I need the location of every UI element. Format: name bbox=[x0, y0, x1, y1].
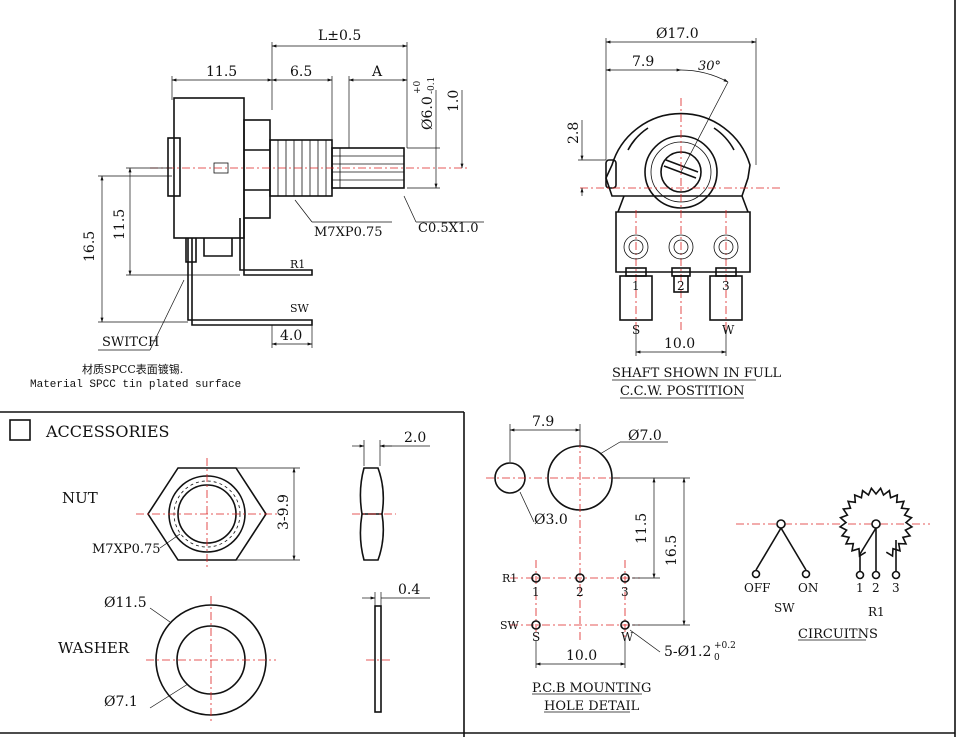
dim-4-0: 4.0 bbox=[280, 328, 302, 344]
circuit-diagrams bbox=[736, 486, 930, 641]
pcb-pin-s: S bbox=[532, 630, 540, 644]
switch-circuit-label: SW bbox=[774, 601, 795, 615]
dim-shaft-tol-top: +0 bbox=[413, 80, 423, 94]
nut-thread-spec: M7XP0.75 bbox=[92, 542, 161, 557]
dim-a: A bbox=[371, 64, 383, 80]
thread-spec: M7XP0.75 bbox=[314, 225, 383, 240]
pcb-pin-w: W bbox=[621, 630, 634, 644]
dim-11-5-left: 11.5 bbox=[112, 209, 128, 240]
accessories-labels: ACCESSORIES NUT M7XP0.75 3-9.9 2.0 WASHE… bbox=[45, 422, 426, 710]
side-view-labels: L±0.5 11.5 6.5 A Ø6.0 +0 -0.1 1.0 16.5 1… bbox=[30, 28, 479, 391]
front-pin-3: 3 bbox=[722, 279, 730, 293]
front-view bbox=[578, 38, 780, 399]
dim-l-tolerance: L±0.5 bbox=[318, 28, 361, 44]
dim-10-0-front: 10.0 bbox=[664, 336, 695, 352]
dim-1-0: 1.0 bbox=[446, 90, 462, 112]
front-pin-s: S bbox=[632, 323, 640, 337]
washer-inner-diameter: Ø7.1 bbox=[104, 694, 138, 710]
pcb-hole-spec: 5-Ø1.2 bbox=[664, 644, 711, 660]
dim-2-8: 2.8 bbox=[566, 122, 582, 144]
chamfer-spec: C0.5X1.0 bbox=[418, 221, 479, 236]
dim-6-5: 6.5 bbox=[290, 64, 312, 80]
pcb-dim-mount-hole: Ø7.0 bbox=[628, 428, 662, 444]
front-caption-line-2: C.C.W. POSTITION bbox=[620, 384, 745, 399]
pcb-labels: 7.9 Ø7.0 Ø3.0 11.5 16.5 R1 SW 1 2 3 S W … bbox=[500, 414, 736, 714]
accessories-title: ACCESSORIES bbox=[45, 422, 169, 441]
pcb-dim-16-5: 16.5 bbox=[664, 535, 680, 566]
dim-7-9-front: 7.9 bbox=[632, 54, 654, 70]
pcb-dim-10-0: 10.0 bbox=[566, 648, 597, 664]
pcb-hole-tol-bottom: 0 bbox=[714, 653, 720, 663]
pcb-pin-3: 3 bbox=[621, 585, 629, 599]
dim-body-diameter: Ø17.0 bbox=[656, 26, 699, 42]
material-note-en: Material SPCC tin plated surface bbox=[30, 379, 241, 391]
material-note-cn: 材质SPCC表面镀锡. bbox=[82, 362, 183, 376]
nut-label: NUT bbox=[62, 489, 98, 507]
terminal-r1-label: R1 bbox=[290, 258, 305, 271]
circuit-labels: OFF ON SW 1 2 3 R1 CIRCUITNS bbox=[744, 581, 900, 642]
switch-off-label: OFF bbox=[744, 581, 771, 595]
front-caption-line-1: SHAFT SHOWN IN FULL bbox=[612, 366, 781, 381]
front-pin-1: 1 bbox=[632, 279, 640, 293]
accessories-panel bbox=[9, 419, 430, 724]
washer-label: WASHER bbox=[58, 639, 130, 657]
resistor-pin-1: 1 bbox=[856, 581, 864, 595]
front-pin-w: W bbox=[722, 323, 735, 337]
pcb-dim-11-5: 11.5 bbox=[634, 513, 650, 544]
washer-thickness: 0.4 bbox=[398, 582, 420, 598]
pcb-pin-1: 1 bbox=[532, 585, 540, 599]
dim-30-degrees: 30° bbox=[698, 59, 721, 74]
resistor-pin-2: 2 bbox=[872, 581, 880, 595]
dim-shaft-diameter: Ø6.0 bbox=[420, 96, 436, 130]
pcb-hole-detail bbox=[486, 424, 690, 713]
pcb-pin-2: 2 bbox=[576, 585, 584, 599]
terminal-sw-label: SW bbox=[290, 302, 310, 315]
switch-on-label: ON bbox=[798, 581, 818, 595]
dim-16-5-left: 16.5 bbox=[82, 231, 98, 262]
resistor-circuit-label: R1 bbox=[868, 605, 885, 619]
circuits-title: CIRCUITNS bbox=[798, 627, 878, 642]
pcb-hole-tol-top: +0.2 bbox=[714, 641, 736, 651]
nut-thickness: 2.0 bbox=[404, 430, 426, 446]
pcb-row-sw: SW bbox=[500, 619, 520, 632]
dim-shaft-tol-bottom: -0.1 bbox=[427, 77, 437, 94]
front-view-labels: Ø17.0 7.9 30° 2.8 1 2 3 S W 10.0 SHAFT S… bbox=[566, 26, 781, 399]
pcb-dim-locating-hole: Ø3.0 bbox=[534, 512, 568, 528]
washer-outer-diameter: Ø11.5 bbox=[104, 595, 147, 611]
switch-label: SWITCH bbox=[102, 335, 159, 350]
pcb-caption-line-1: P.C.B MOUNTING bbox=[532, 681, 651, 696]
resistor-pin-3: 3 bbox=[892, 581, 900, 595]
dim-11-5-top: 11.5 bbox=[206, 64, 237, 80]
pcb-caption-line-2: HOLE DETAIL bbox=[544, 699, 640, 714]
side-view bbox=[98, 42, 484, 351]
pcb-dim-7-9: 7.9 bbox=[532, 414, 554, 430]
nut-across-flats: 3-9.9 bbox=[276, 494, 292, 530]
front-pin-2: 2 bbox=[677, 279, 685, 293]
pcb-row-r1: R1 bbox=[502, 572, 517, 585]
